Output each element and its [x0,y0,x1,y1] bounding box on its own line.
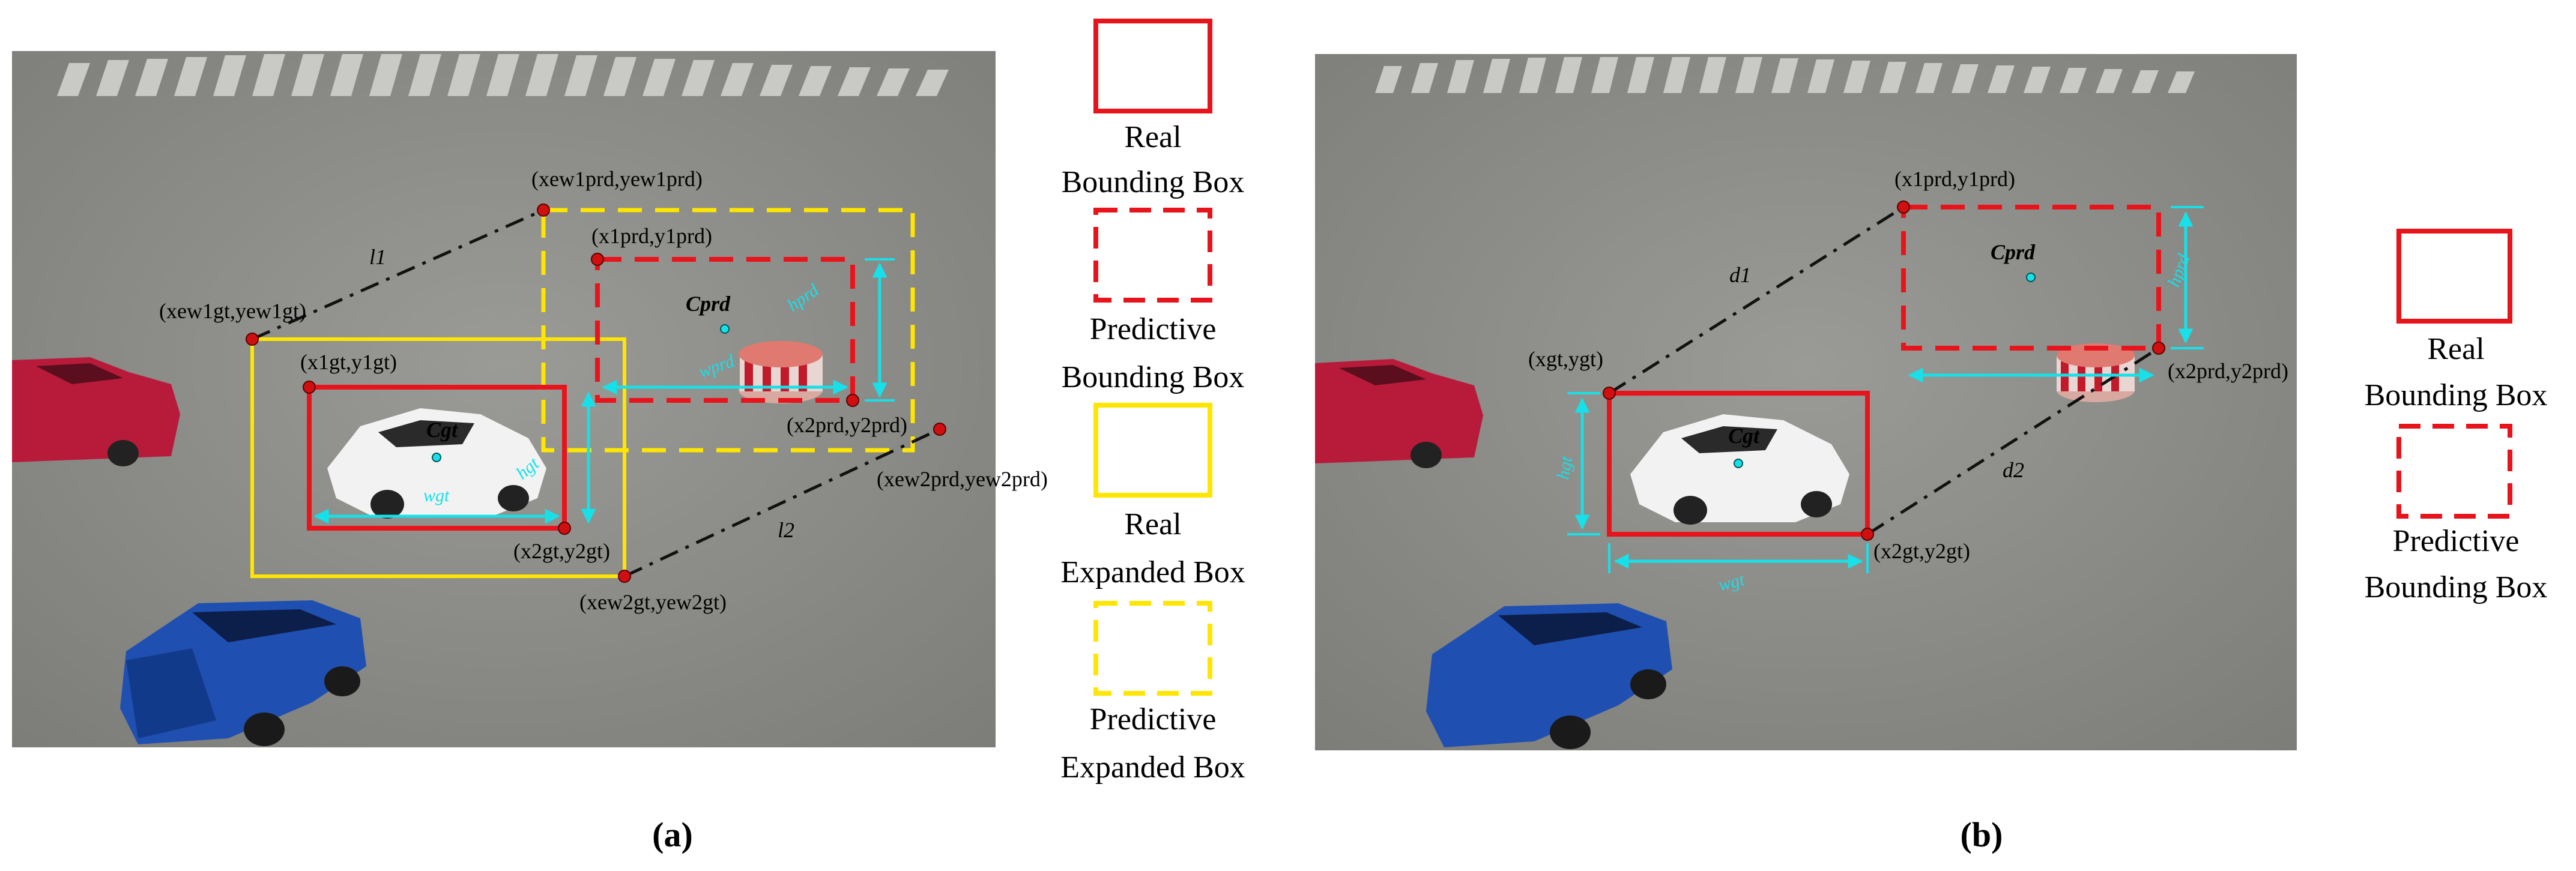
predictive-bounding-box-b [1901,205,2161,351]
real-bounding-box-b [1607,391,1870,537]
crosswalk-icon [57,54,949,96]
point-gt-tl-b [1603,387,1616,400]
d1-line [1608,205,1905,395]
label-prd-ew1: (xew1prd,yew1prd) [531,167,703,191]
center-prd-dot [720,324,730,334]
white-car-icon [327,408,546,519]
real-expanded-box [250,337,626,578]
label-prd-tl-b: (x1prd,y1prd) [1894,167,2015,191]
legend-a-pred-ebox-swatch [1093,601,1212,696]
label-h-gt-b: hgt [1553,454,1576,481]
label-d2: d2 [2003,458,2024,482]
legend-b-pred-bbox-line2: Bounding Box [2365,570,2548,604]
caption-a: (a) [652,815,693,854]
legend-a-real-ebox-swatch [1093,403,1212,498]
predictive-bounding-box [595,257,855,403]
traffic-post-icon [2057,343,2135,402]
label-w-gt: wgt [423,486,450,505]
predictive-expanded-box [541,208,915,453]
center-gt-dot [432,453,441,462]
label-l1: l1 [369,245,386,269]
label-d1: d1 [1729,263,1751,287]
legend-a: Real Bounding Box Predictive Bounding Bo… [1060,19,1245,785]
legend-b-pred-bbox-swatch [2396,424,2512,519]
legend-a-pred-bbox-line1: Predictive [1090,312,1217,346]
center-prd-dot-b [2026,273,2036,282]
label-c-gt: Cgt [426,418,458,442]
legend-b-real-bbox-line1: Real [2427,332,2484,366]
legend-a-real-bbox-swatch [1093,19,1212,113]
label-prd-ew2: (xew2prd,yew2prd) [877,467,1048,491]
real-bounding-box [307,385,567,531]
traffic-post-icon [739,341,823,403]
label-prd-tl: (x1prd,y1prd) [591,224,712,248]
point-prd-br [846,394,859,407]
legend-a-real-ebox-line2: Expanded Box [1060,555,1245,589]
label-gt-ew1: (xew1gt,yew1gt) [159,299,306,323]
point-prd-br-b [2152,342,2165,355]
label-c-prd: Cprd [686,292,731,316]
blue-suv-icon [120,600,366,746]
legend-a-real-bbox-line1: Real [1124,120,1181,154]
point-gt-tl [303,381,316,394]
l2-line [623,427,941,578]
red-car-icon [1315,359,1483,468]
legend-a-pred-bbox-line2: Bounding Box [1062,360,1245,394]
legend-a-pred-ebox-line1: Predictive [1090,702,1217,737]
label-gt-br-b: (x2gt,y2gt) [1873,539,1970,563]
point-gt-ew2 [618,570,631,583]
l1-line [251,208,545,341]
caption-b: (b) [1961,815,2003,854]
label-gt-ew2: (xew2gt,yew2gt) [579,590,727,614]
legend-b-pred-bbox-line1: Predictive [2393,524,2520,558]
legend-b-real-bbox-line2: Bounding Box [2365,378,2548,412]
label-gt-br: (x2gt,y2gt) [513,539,610,563]
center-gt-dot-b [1734,459,1743,468]
panel-b: (xgt,ygt) (x2gt,y2gt) (x1prd,y1prd) (x2p… [1315,54,2297,854]
legend-a-real-bbox-line2: Bounding Box [1062,165,1245,199]
label-prd-br: (x2prd,y2prd) [787,413,907,437]
legend-b: Real Bounding Box Predictive Bounding Bo… [2365,229,2548,604]
legend-b-real-bbox-swatch [2396,229,2512,324]
road-photo-b [1315,54,2297,750]
red-car-icon [12,357,180,466]
label-gt-tl-b: (xgt,ygt) [1528,347,1603,371]
point-prd-tl-b [1897,200,1910,214]
white-car-icon [1630,414,1849,525]
point-prd-ew1 [537,203,550,217]
point-gt-ew1 [246,333,259,346]
point-gt-br-b [1861,528,1874,541]
crosswalk-icon [1375,57,2195,93]
label-gt-tl: (x1gt,y1gt) [300,350,397,374]
point-prd-ew2 [933,423,946,436]
point-prd-tl [591,253,604,266]
label-c-prd-b: Cprd [1991,240,2036,264]
blue-suv-icon [1426,603,1672,749]
label-prd-br-b: (x2prd,y2prd) [2168,359,2288,383]
legend-a-real-ebox-line1: Real [1124,507,1181,541]
point-gt-br [558,522,571,535]
legend-a-pred-ebox-line2: Expanded Box [1060,750,1245,785]
legend-a-pred-bbox-swatch [1093,208,1212,303]
label-l2: l2 [778,518,794,542]
label-c-gt-b: Cgt [1728,424,1760,448]
panel-a: (x1gt,y1gt) (x2gt,y2gt) (x1prd,y1prd) (x… [12,51,1048,854]
